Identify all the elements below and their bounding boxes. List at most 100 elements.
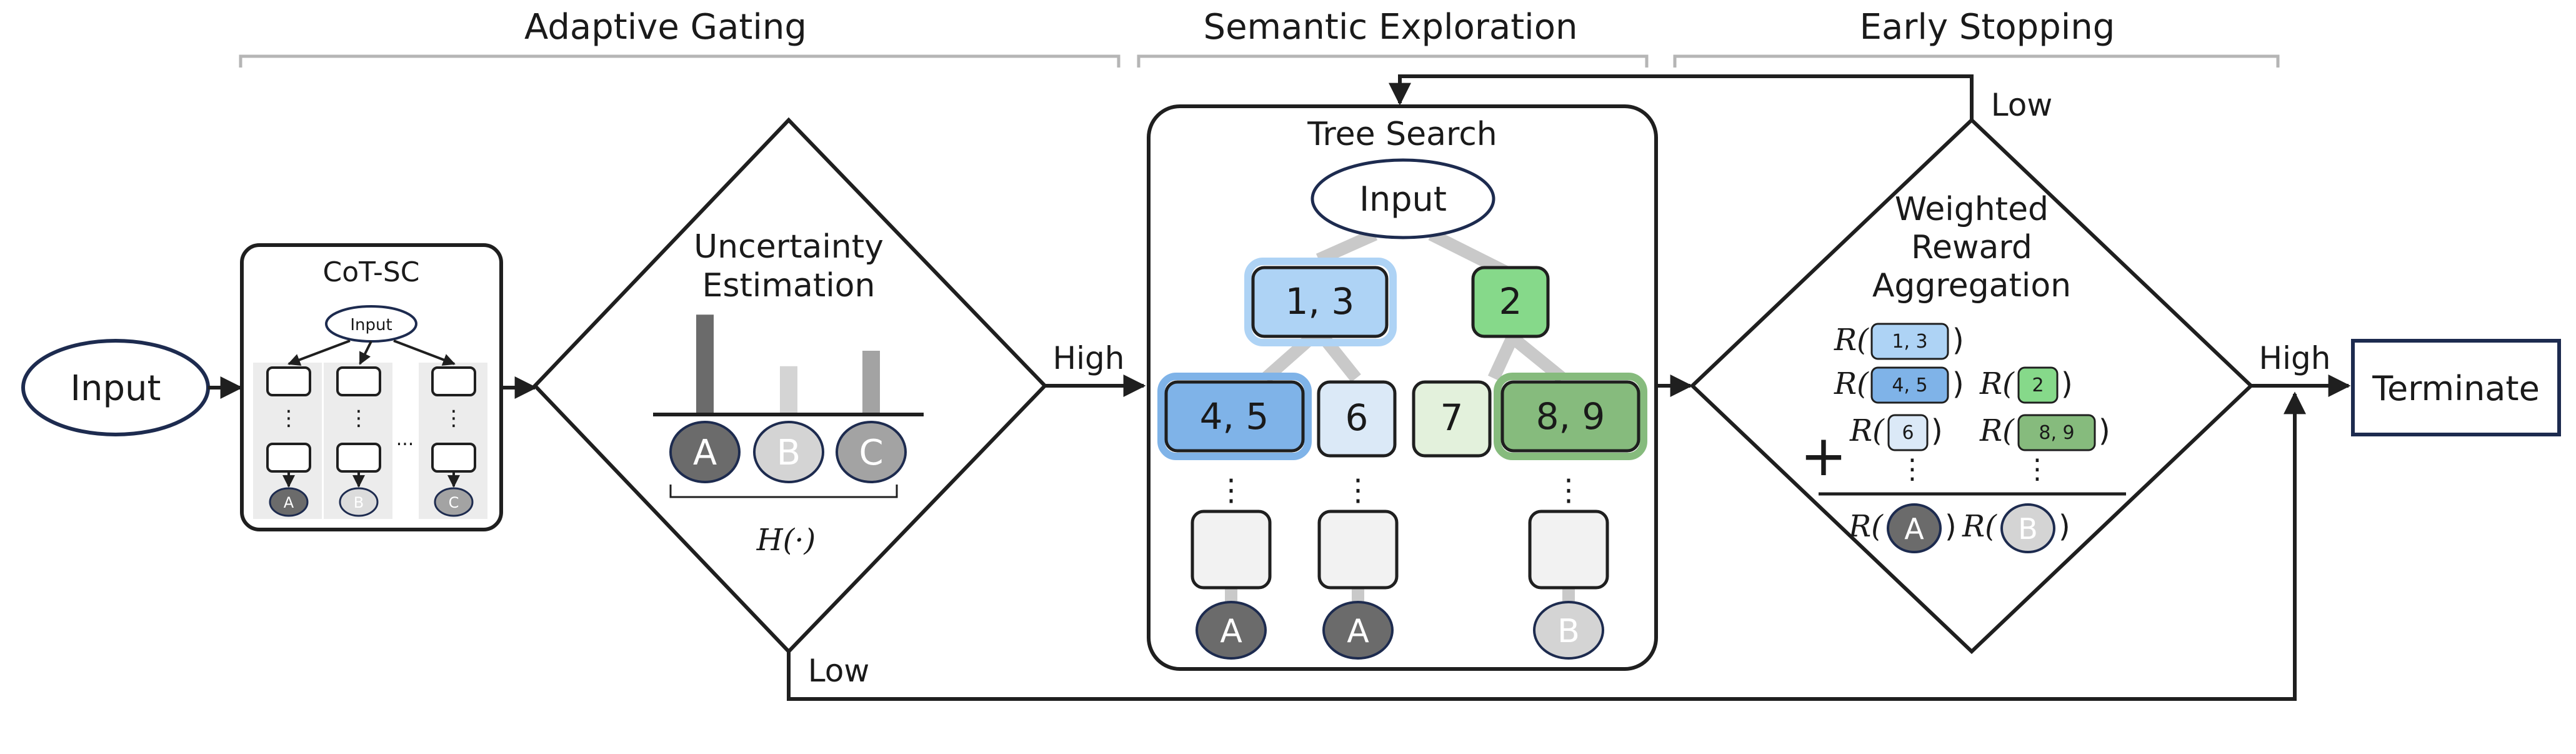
svg-text:R(: R( [1834,323,1869,358]
tree-answer-a-2 [1322,601,1394,660]
input-label: Input [70,368,161,409]
uncertainty-answer-b [753,421,824,483]
uncertainty-bar-chart [696,314,880,413]
tree-leaf-box-3 [1528,510,1609,590]
svg-text:⋮: ⋮ [278,406,299,431]
svg-text:R(: R( [1962,509,1997,544]
svg-text:): ) [1952,323,1964,358]
tree-input [1310,158,1495,239]
reward-term-1-3 [1870,323,1949,360]
uncertainty-title-2: Estimation [702,267,876,304]
uncertainty-answer-label-b: B [777,433,801,473]
svg-text:B: B [2018,512,2038,546]
svg-text:4, 5: 4, 5 [1892,374,1927,396]
cot-sc-input-label: Input [350,316,392,334]
uncertainty-answer-label-c: C [859,433,883,473]
cot-sc-answer-c [434,487,474,517]
svg-text:4, 5: 4, 5 [1200,395,1269,438]
svg-text:6: 6 [1902,422,1914,444]
svg-text:2: 2 [1499,280,1522,323]
reward-plus: + [1800,423,1847,489]
cot-sc-answer-b [339,487,379,517]
svg-text:A: A [284,494,294,511]
svg-text:B: B [1557,613,1580,650]
uncertainty-bar-b [780,366,797,413]
bracket-early-stopping [1673,54,2280,68]
uncertainty-diamond: Uncertainty Estimation A B C H(·) [532,117,1048,655]
svg-text:B: B [354,494,364,511]
tree-node-7 [1412,380,1492,458]
svg-text:6: 6 [1345,396,1369,439]
bracket-semantic-exploration [1137,54,1649,68]
bracket-adaptive-gating [239,54,1121,68]
tree-answer-b [1533,601,1604,660]
svg-text:2: 2 [2032,374,2044,396]
svg-text:8, 9: 8, 9 [1536,395,1605,438]
reward-term-2 [2017,366,2059,404]
svg-text:⋮: ⋮ [1343,473,1373,508]
edge-label-low-1: Low [808,653,869,689]
svg-text:1, 3: 1, 3 [1892,331,1927,353]
section-early-stopping: Early Stopping [1860,7,2115,48]
tree-node-1-3 [1251,266,1389,338]
cot-sc-ellipsis: ... [396,428,414,450]
tree-leaf-box-1 [1191,510,1272,590]
terminate-label: Terminate [2372,369,2540,408]
svg-text:R(: R( [1848,509,1884,544]
section-semantic-exploration: Semantic Exploration [1204,7,1578,48]
uncertainty-bar-a [696,314,714,413]
svg-text:⋮: ⋮ [1554,473,1584,508]
tree-node-8-9-halo [1494,373,1647,460]
reward-denominator-b [2000,503,2055,553]
uncertainty-brace [669,485,898,498]
svg-text:⋮: ⋮ [1216,473,1246,508]
svg-text:8, 9: 8, 9 [2039,422,2074,444]
terminate-box: Terminate [2351,339,2561,436]
tree-node-2 [1471,266,1550,338]
svg-text:): ) [1931,413,1943,448]
section-adaptive-gating: Adaptive Gating [524,7,807,48]
edge-label-high-2: High [2259,340,2331,376]
svg-text:R(: R( [1849,413,1885,448]
cot-sc-title: CoT-SC [322,256,419,288]
reward-title-2: Reward [1911,229,2032,266]
svg-text:): ) [2059,509,2070,544]
svg-text:C: C [449,494,459,511]
cot-sc-answer-a [269,487,309,517]
tree-node-1-3-halo [1244,258,1397,346]
arrow-low-loop [1389,74,1974,120]
tree-node-4-5-halo [1157,373,1312,460]
svg-text:R(: R( [1979,366,2015,401]
uncertainty-answer-a [669,421,741,483]
edge-label-low-2: Low [1991,87,2052,123]
svg-text:⋮: ⋮ [2024,453,2051,485]
reward-title-3: Aggregation [1872,267,2071,304]
input-node: Input [21,339,210,436]
reward-diamond: Weighted Reward Aggregation R( 1, 3 ) R(… [1689,117,2254,655]
tree-leaf-box-2 [1317,510,1399,590]
svg-text:1, 3: 1, 3 [1286,280,1355,323]
svg-text:): ) [2099,413,2110,448]
svg-text:⋮: ⋮ [348,406,369,431]
svg-text:): ) [1945,509,1957,544]
reward-title-1: Weighted [1895,191,2049,228]
tree-input-label: Input [1359,179,1447,219]
uncertainty-answer-label-a: A [693,433,717,473]
svg-text:R(: R( [1834,366,1869,401]
reward-denominator-a [1887,503,1942,553]
entropy-label: H(·) [756,523,816,558]
svg-text:7: 7 [1440,396,1464,439]
svg-text:A: A [1347,613,1369,650]
tree-node-4-5 [1164,380,1305,453]
svg-text:A: A [1220,613,1242,650]
svg-text:): ) [2061,366,2073,401]
uncertainty-answer-c [836,421,907,483]
uncertainty-title-1: Uncertainty [694,228,884,266]
uncertainty-bar-c [862,351,880,413]
reward-term-4-5 [1870,366,1949,404]
svg-text:⋮: ⋮ [443,406,464,431]
svg-text:A: A [1904,512,1924,546]
cot-sc-box: CoT-SC Input ⋮ A ⋮ B ... ⋮ C [240,243,503,531]
edge-label-high-1: High [1053,340,1125,376]
